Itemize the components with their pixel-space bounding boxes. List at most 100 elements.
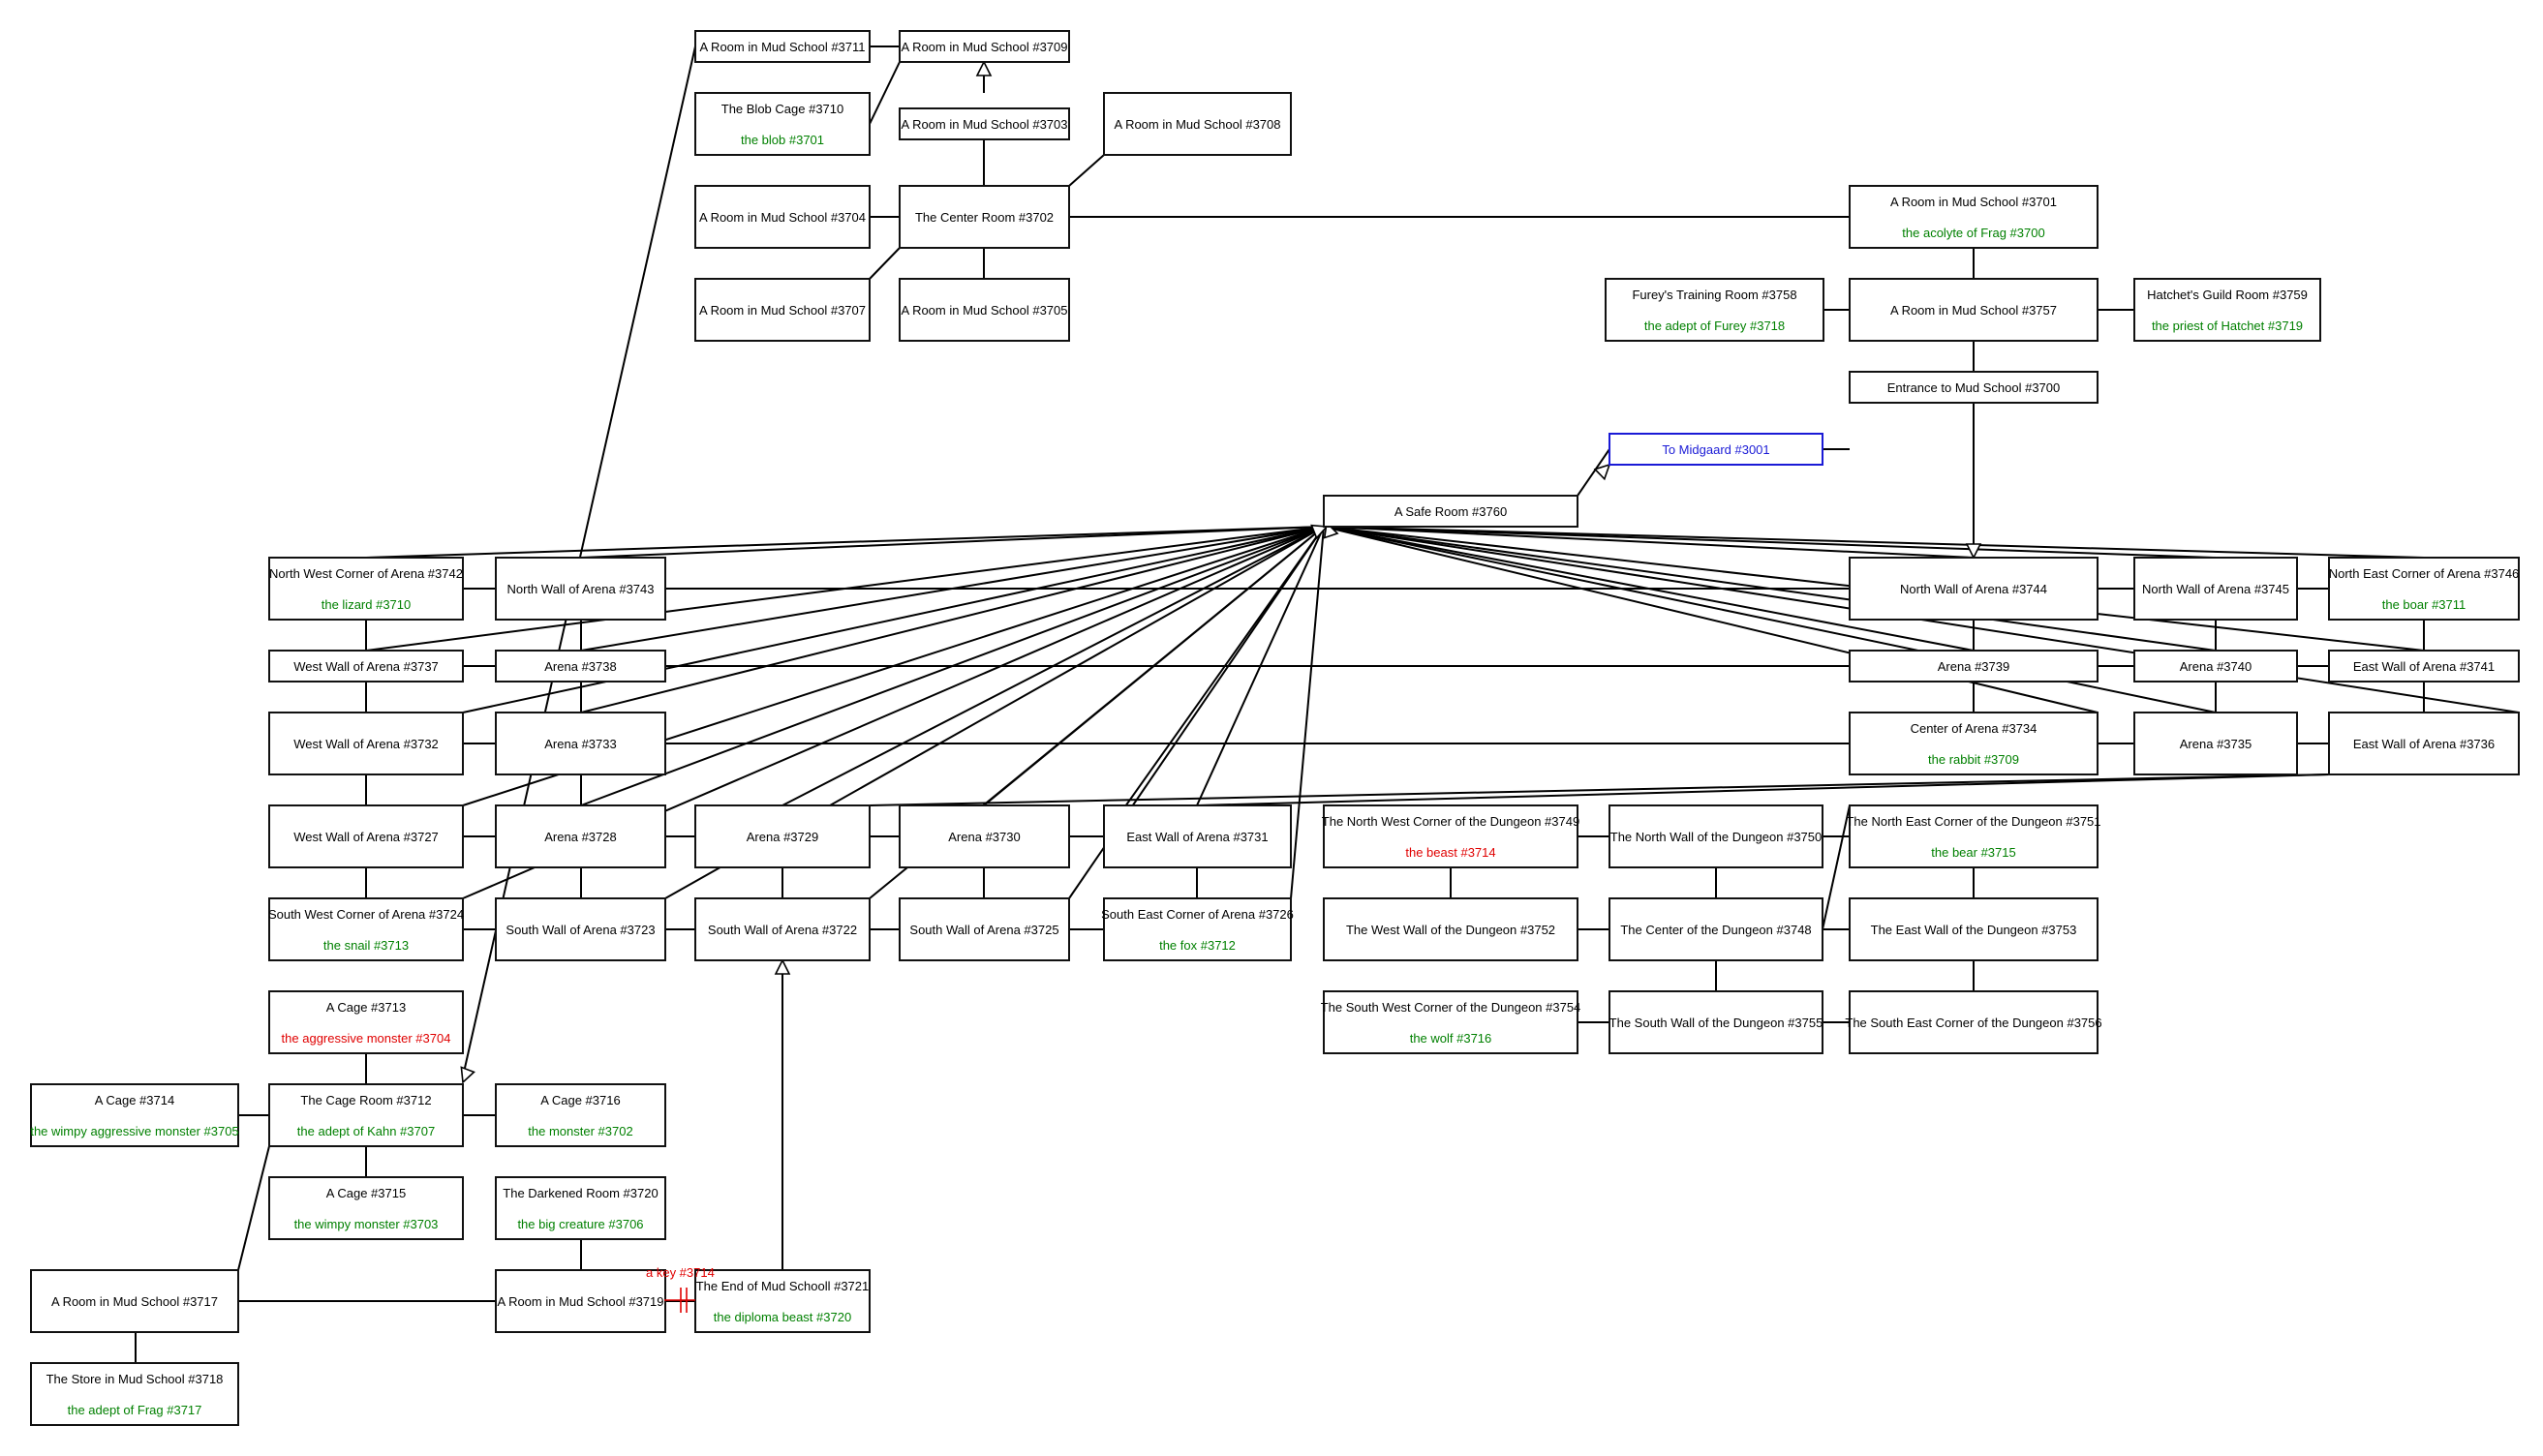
room-3723[interactable]: South Wall of Arena #3723 xyxy=(495,897,666,961)
room-box xyxy=(495,712,666,775)
room-name: East Wall of Arena #3731 xyxy=(1126,830,1268,844)
room-3754[interactable]: The South West Corner of the Dungeon #37… xyxy=(1321,990,1581,1054)
room-box xyxy=(30,1083,239,1147)
room-3731[interactable]: East Wall of Arena #3731 xyxy=(1103,804,1292,868)
room-3711[interactable]: A Room in Mud School #3711 xyxy=(694,30,871,63)
room-3748[interactable]: The Center of the Dungeon #3748 xyxy=(1609,897,1823,961)
mob-label: the adept of Kahn #3707 xyxy=(297,1124,435,1138)
room-3732[interactable]: West Wall of Arena #3732 xyxy=(268,712,464,775)
room-3752[interactable]: The West Wall of the Dungeon #3752 xyxy=(1323,897,1578,961)
arrowhead-down xyxy=(1965,543,1982,560)
room-3702[interactable]: The Center Room #3702 xyxy=(899,185,1070,249)
room-box xyxy=(268,1083,464,1147)
connection-line xyxy=(1822,804,1851,930)
room-name: A Room in Mud School #3708 xyxy=(1115,117,1281,132)
room-name: A Room in Mud School #3757 xyxy=(1890,303,2057,318)
room-name: A Room in Mud School #3704 xyxy=(699,210,866,225)
room-3725[interactable]: South Wall of Arena #3725 xyxy=(899,897,1070,961)
room-box xyxy=(268,557,464,621)
room-3753[interactable]: The East Wall of the Dungeon #3753 xyxy=(1849,897,2099,961)
room-box xyxy=(1609,897,1823,961)
room-box xyxy=(1849,712,2099,775)
room-name: Entrance to Mud School #3700 xyxy=(1887,380,2061,395)
room-name: East Wall of Arena #3736 xyxy=(2353,737,2495,751)
room-3727[interactable]: West Wall of Arena #3727 xyxy=(268,804,464,868)
mob-label: the big creature #3706 xyxy=(517,1217,643,1231)
safe-room-connection-line xyxy=(580,526,1325,806)
room-name: West Wall of Arena #3732 xyxy=(293,737,439,751)
room-3756[interactable]: The South East Corner of the Dungeon #37… xyxy=(1845,990,2102,1054)
room-3738[interactable]: Arena #3738 xyxy=(495,650,666,682)
room-3740[interactable]: Arena #3740 xyxy=(2133,650,2298,682)
room-3760[interactable]: A Safe Room #3760 xyxy=(1323,495,1578,528)
room-3743[interactable]: North Wall of Arena #3743 xyxy=(495,557,666,621)
connection-line xyxy=(1577,448,1610,497)
room-3757[interactable]: A Room in Mud School #3757 xyxy=(1849,278,2099,342)
room-3717[interactable]: A Room in Mud School #3717 xyxy=(30,1269,239,1333)
room-3739[interactable]: Arena #3739 xyxy=(1849,650,2099,682)
room-3728[interactable]: Arena #3728 xyxy=(495,804,666,868)
room-name: The North West Corner of the Dungeon #37… xyxy=(1322,814,1579,829)
hostile-mob-label: the beast #3714 xyxy=(1405,845,1495,860)
room-3751[interactable]: The North East Corner of the Dungeon #37… xyxy=(1846,804,2101,868)
room-3001[interactable]: To Midgaard #3001 xyxy=(1609,433,1823,466)
room-name: A Room in Mud School #3709 xyxy=(902,40,1068,54)
room-3704[interactable]: A Room in Mud School #3704 xyxy=(694,185,871,249)
mob-label: the fox #3712 xyxy=(1159,938,1236,953)
safe-room-connection-line xyxy=(1323,526,2217,652)
room-3729[interactable]: Arena #3729 xyxy=(694,804,871,868)
mob-label: the acolyte of Frag #3700 xyxy=(1902,226,2044,240)
room-3737[interactable]: West Wall of Arena #3737 xyxy=(268,650,464,682)
room-3735[interactable]: Arena #3735 xyxy=(2133,712,2298,775)
room-3755[interactable]: The South Wall of the Dungeon #3755 xyxy=(1609,990,1823,1054)
room-3700[interactable]: Entrance to Mud School #3700 xyxy=(1849,371,2099,404)
room-name: North Wall of Arena #3743 xyxy=(507,582,655,596)
room-box xyxy=(268,897,464,961)
room-box xyxy=(268,1176,464,1240)
room-3709[interactable]: A Room in Mud School #3709 xyxy=(899,30,1070,63)
room-name: South Wall of Arena #3725 xyxy=(909,923,1058,937)
room-name: North East Corner of Arena #3746 xyxy=(2329,566,2520,581)
room-name: West Wall of Arena #3737 xyxy=(293,659,439,674)
room-3741[interactable]: East Wall of Arena #3741 xyxy=(2328,650,2520,682)
room-name: The North East Corner of the Dungeon #37… xyxy=(1846,814,2100,829)
room-3707[interactable]: A Room in Mud School #3707 xyxy=(694,278,871,342)
mob-label: the wimpy monster #3703 xyxy=(294,1217,439,1231)
room-3722[interactable]: South Wall of Arena #3722 xyxy=(694,897,871,961)
room-3703[interactable]: A Room in Mud School #3703 xyxy=(899,107,1070,140)
room-3745[interactable]: North Wall of Arena #3745 xyxy=(2133,557,2298,621)
room-3719[interactable]: A Room in Mud School #3719 xyxy=(495,1269,666,1333)
room-box xyxy=(495,557,666,621)
mob-label: the rabbit #3709 xyxy=(1928,752,2019,767)
mob-label: the priest of Hatchet #3719 xyxy=(2152,318,2303,333)
room-3705[interactable]: A Room in Mud School #3705 xyxy=(899,278,1070,342)
room-3750[interactable]: The North Wall of the Dungeon #3750 xyxy=(1609,804,1823,868)
room-3736[interactable]: East Wall of Arena #3736 xyxy=(2328,712,2520,775)
room-3730[interactable]: Arena #3730 xyxy=(899,804,1070,868)
safe-room-connection-line xyxy=(1103,526,1325,837)
room-name: Arena #3729 xyxy=(747,830,818,844)
room-3708[interactable]: A Room in Mud School #3708 xyxy=(1103,92,1292,156)
room-box xyxy=(495,804,666,868)
room-3733[interactable]: Arena #3733 xyxy=(495,712,666,775)
room-3749[interactable]: The North West Corner of the Dungeon #37… xyxy=(1322,804,1579,868)
room-3744[interactable]: North Wall of Arena #3744 xyxy=(1849,557,2099,621)
